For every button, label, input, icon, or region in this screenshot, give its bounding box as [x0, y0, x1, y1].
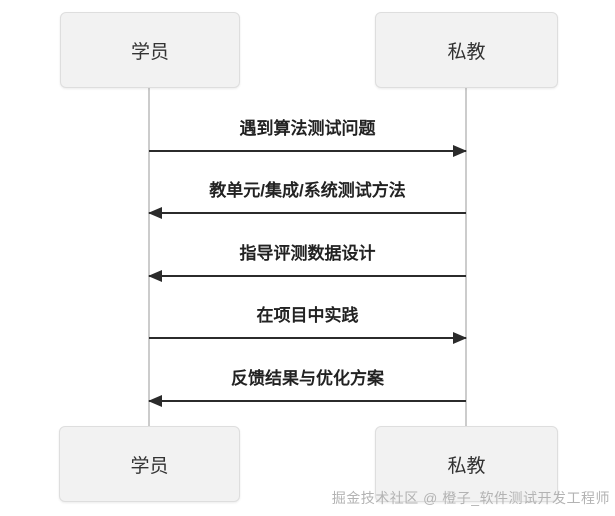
message-1-arrow: [149, 145, 467, 157]
message-2-arrow: [148, 207, 466, 219]
message-3: 指导评测数据设计: [148, 241, 466, 282]
message-1: 遇到算法测试问题: [149, 116, 467, 157]
message-2-label: 教单元/集成/系统测试方法: [209, 181, 406, 200]
message-3-arrow: [148, 270, 466, 282]
lifeline-coach: [465, 88, 467, 427]
message-1-label: 遇到算法测试问题: [239, 119, 376, 138]
message-2: 教单元/集成/系统测试方法: [148, 178, 466, 219]
message-3-label: 指导评测数据设计: [239, 244, 376, 263]
actor-box-coach-bottom: 私教: [375, 426, 558, 502]
message-5: 反馈结果与优化方案: [148, 366, 466, 407]
actor-label-coach-bottom: 私教: [447, 455, 486, 477]
actor-box-student-top: 学员: [60, 12, 240, 88]
actor-label-student-top: 学员: [130, 41, 169, 63]
watermark-text: 掘金技术社区 @ 橙子_软件测试开发工程师: [331, 490, 610, 506]
message-5-label: 反馈结果与优化方案: [231, 369, 384, 388]
message-4-arrow: [149, 332, 467, 344]
actor-box-student-bottom: 学员: [59, 426, 240, 502]
message-4: 在项目中实践: [149, 303, 467, 344]
actor-label-coach-top: 私教: [447, 41, 486, 63]
message-4-label: 在项目中实践: [256, 306, 359, 325]
lifeline-student: [148, 88, 150, 427]
message-5-arrow: [148, 395, 466, 407]
actor-box-coach-top: 私教: [375, 12, 558, 88]
actor-label-student-bottom: 学员: [130, 455, 169, 477]
